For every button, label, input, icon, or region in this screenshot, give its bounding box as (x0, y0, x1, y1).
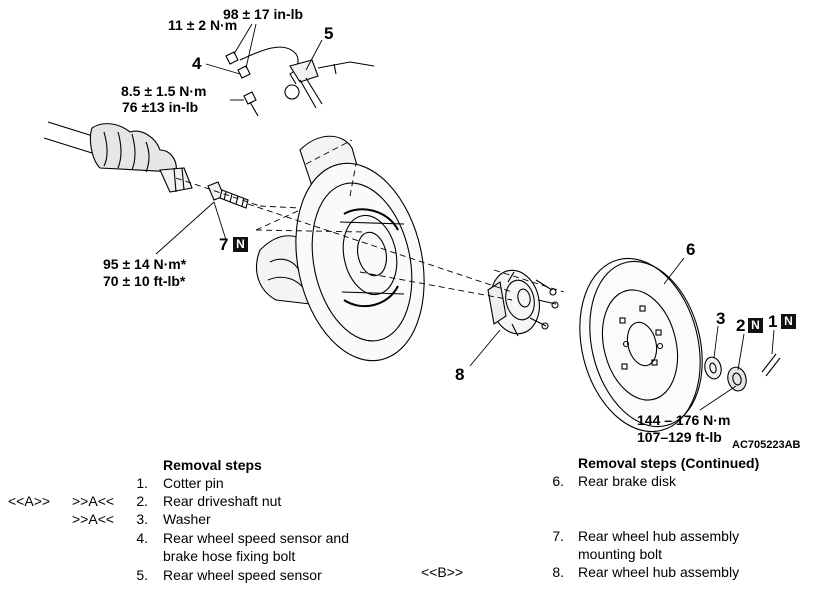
ref-mark-a-removal: <<A>> (8, 493, 51, 509)
torque-label-ftlb-nut: 107–129 ft-lb (637, 429, 722, 445)
callout-5: 5 (324, 24, 334, 43)
callout-8: 8 (455, 365, 465, 384)
step-text: Rear brake disk (578, 473, 677, 489)
torque-label-inlb-top: 98 ± 17 in-lb (223, 6, 304, 22)
step-number: 5. (136, 567, 148, 583)
step-text: Rear wheel speed sensor and (163, 530, 350, 546)
callout-7: 7 (219, 235, 229, 254)
removal-steps-heading: Removal steps (163, 457, 262, 473)
speed-sensor-drawing (225, 46, 375, 117)
step-number: 7. (552, 528, 564, 544)
brake-disk-drawing (579, 257, 703, 433)
step-text: Rear wheel speed sensor (163, 567, 322, 583)
step-number: 2. (136, 493, 148, 509)
torque-label-inlb-sensor: 76 ±13 in-lb (122, 99, 199, 115)
step-text: Rear driveshaft nut (163, 493, 282, 509)
step-number: 4. (136, 530, 148, 546)
step-number: 6. (552, 473, 564, 489)
step-text: Cotter pin (163, 475, 224, 491)
hub-assembly-drawing (487, 269, 559, 337)
ref-mark-a-install: >>A<< (72, 493, 115, 509)
phantom-lines (175, 139, 565, 301)
torque-label-nm-nut: 144 – 176 N·m (637, 412, 731, 428)
torque-label-ftlb-hub-bolt: 70 ± 10 ft-lb* (103, 273, 186, 289)
callout-2: 2 (736, 316, 746, 335)
backing-plate-drawing (295, 162, 425, 362)
callout-4: 4 (192, 54, 202, 73)
small-parts-drawing (704, 353, 781, 392)
driveshaft-drawing (43, 121, 193, 193)
figure-code: AC705223AB (732, 439, 801, 451)
step-text-continued: mounting bolt (578, 546, 663, 562)
torque-label-nm-sensor: 8.5 ± 1.5 N·m (121, 83, 207, 99)
callout-1: 1 (768, 312, 778, 331)
exploded-view-diagram (43, 23, 781, 433)
step-number: 3. (136, 511, 148, 527)
ref-mark-a-install: >>A<< (72, 511, 115, 527)
n-mark-7: N (233, 237, 248, 252)
torque-label-nm-hub-bolt: 95 ± 14 N·m* (103, 256, 187, 272)
step-text-continued: brake hose fixing bolt (163, 548, 296, 564)
n-mark-2: N (748, 318, 763, 333)
ref-mark-b-removal: <<B>> (421, 564, 464, 580)
callout-6: 6 (686, 240, 696, 259)
torque-label-nm-top: 11 ± 2 N·m (168, 17, 238, 33)
step-text: Rear wheel hub assembly (578, 564, 740, 580)
step-text: Rear wheel hub assembly (578, 528, 740, 544)
leader-lines (155, 23, 775, 411)
n-mark-1: N (781, 314, 796, 329)
removal-steps-continued-heading: Removal steps (Continued) (578, 455, 760, 471)
step-text: Washer (163, 511, 211, 527)
step-number: 1. (136, 475, 148, 491)
callout-3: 3 (716, 309, 726, 328)
step-number: 8. (552, 564, 564, 580)
